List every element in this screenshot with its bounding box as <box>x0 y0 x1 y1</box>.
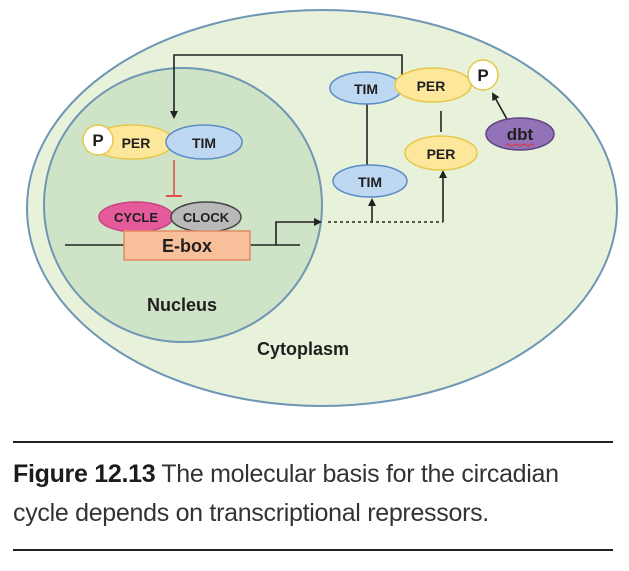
dbt-label: dbt <box>507 125 534 144</box>
per-mid-label: PER <box>427 146 456 162</box>
p-top-label: P <box>477 66 488 85</box>
feedback-arrow <box>170 54 403 119</box>
tim-mid-label: TIM <box>358 174 382 190</box>
dbt-node <box>485 117 555 151</box>
p-nuclear-node <box>82 124 114 156</box>
cycle-label: CYCLE <box>114 210 158 225</box>
circadian-diagram: P PER TIM CYCLE CLOCK E-box Nucleus Cyto… <box>26 9 618 407</box>
figure-label: Figure 12.13 <box>13 460 156 488</box>
per-top-label: PER <box>417 78 446 94</box>
per-nuclear-label: PER <box>122 135 151 151</box>
transcription-arrow <box>275 218 322 245</box>
cytoplasm-label: Cytoplasm <box>257 339 349 359</box>
caption-top-rule <box>13 441 613 443</box>
tim-nuclear-node <box>165 124 243 160</box>
arrow-dbt-to-p <box>492 92 509 122</box>
ebox-rect <box>123 230 251 261</box>
clock-label: CLOCK <box>183 210 230 225</box>
tim-nuclear-label: TIM <box>192 135 216 151</box>
dbt-squiggle <box>505 143 535 147</box>
nucleus-label: Nucleus <box>147 295 217 315</box>
caption-bottom-rule <box>13 549 613 551</box>
tim-top-label: TIM <box>354 81 378 97</box>
per-mid-node <box>404 135 478 171</box>
figure-caption-text: The molecular basis for the circadian cy… <box>13 460 559 527</box>
ebox-label: E-box <box>162 236 212 256</box>
tim-mid-node <box>332 164 408 198</box>
p-nuclear-label: P <box>92 131 103 150</box>
p-top-node <box>467 59 499 91</box>
